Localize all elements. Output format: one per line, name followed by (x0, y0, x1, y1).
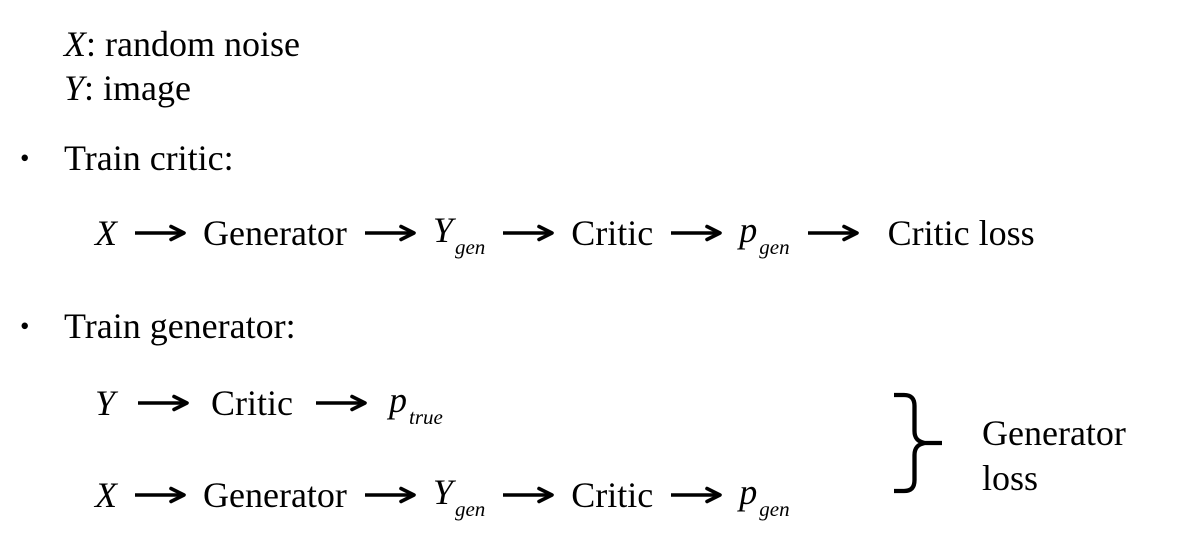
subscript-gen: gen (454, 497, 486, 521)
flow-node-x: X (95, 474, 117, 515)
flow-node-p-gen: pgen (739, 208, 790, 259)
flow-node-y-gen: Ygen (432, 208, 486, 259)
flow-train-generator-real: Y Critic ptrue (95, 378, 443, 429)
bullet-train-critic: • Train critic: (20, 136, 234, 180)
subscript-gen: gen (759, 497, 790, 521)
arrow-right-icon (805, 224, 859, 241)
arrow-right-icon (501, 486, 555, 503)
flow-node-critic-loss: Critic loss (887, 212, 1035, 253)
flow-node-critic: Critic (211, 382, 294, 423)
flow-node-critic: Critic (571, 474, 654, 515)
note-y-definition: Y: image (64, 66, 300, 110)
flow-train-critic: X Generator Ygen Critic pgen Critic loss (95, 208, 1035, 259)
flow-node-p-gen: pgen (739, 470, 790, 521)
flow-node-y: Y (95, 382, 116, 423)
arrow-right-icon (133, 224, 186, 241)
variable-y: Y (432, 210, 453, 250)
generator-loss-line1: Generator (982, 413, 1126, 453)
note-x-definition: X: random noise (64, 22, 300, 66)
bullet-icon: • (20, 143, 30, 173)
arrow-right-icon (363, 224, 416, 241)
bullet-train-critic-label: Train critic: (64, 138, 234, 178)
flow-node-generator: Generator (203, 212, 347, 253)
flow-node-generator: Generator (203, 474, 347, 515)
arrow-right-icon (669, 486, 723, 503)
subscript-true: true (409, 405, 443, 429)
variable-y: Y (432, 472, 453, 512)
variable-y: Y (64, 68, 85, 108)
arrow-right-icon (501, 224, 555, 241)
arrow-right-icon (314, 394, 367, 411)
arrow-right-icon (363, 486, 416, 503)
generator-loss-line2: loss (982, 458, 1039, 498)
subscript-gen: gen (759, 235, 790, 259)
arrow-right-icon (136, 394, 189, 411)
flow-node-p-true: ptrue (389, 378, 443, 429)
variable-x: X (64, 24, 86, 64)
curly-brace-icon (894, 392, 942, 494)
bullet-icon: • (20, 311, 30, 341)
note-y-text: : image (84, 68, 191, 108)
arrow-right-icon (669, 224, 723, 241)
note-x-text: : random noise (86, 24, 300, 64)
flow-train-generator-generated: X Generator Ygen Critic pgen (95, 470, 790, 521)
variable-p: p (389, 380, 408, 420)
bullet-train-generator: • Train generator: (20, 304, 296, 348)
arrow-right-icon (133, 486, 186, 503)
bullet-train-generator-label: Train generator: (64, 306, 296, 346)
flow-node-y-gen: Ygen (432, 470, 486, 521)
flow-node-x: X (95, 212, 117, 253)
flow-node-critic: Critic (571, 212, 654, 253)
generator-loss-label: Generator loss (982, 411, 1126, 501)
legend-notes: X: random noise Y: image (64, 22, 300, 110)
variable-p: p (739, 472, 758, 512)
subscript-gen: gen (454, 235, 486, 259)
variable-p: p (739, 210, 758, 250)
